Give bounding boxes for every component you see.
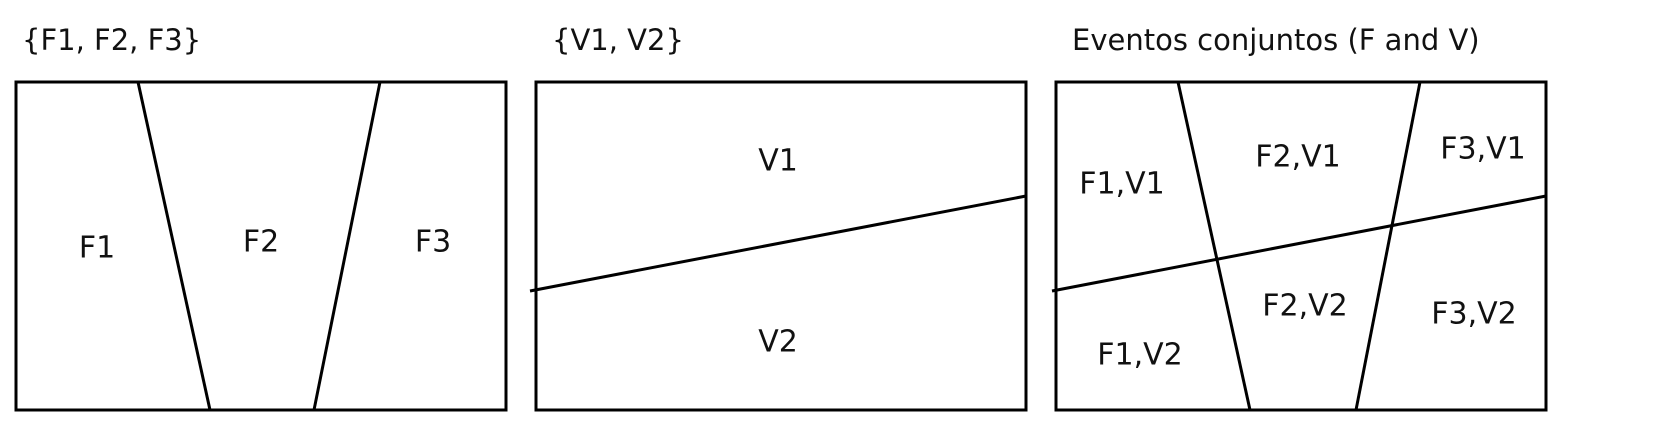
region-label-f1: F1 [79, 231, 115, 266]
panel-3-caption: Eventos conjuntos (F and V) [1072, 23, 1480, 57]
region-label-f3: F3 [415, 225, 451, 260]
panel-3-frame [1054, 80, 1548, 412]
region-label-f1-v2: F1,V2 [1097, 338, 1183, 373]
panel-2-divider-v1-v2 [529, 194, 1027, 293]
region-label-f2: F2 [243, 225, 279, 260]
panel-2-frame [534, 80, 1028, 412]
region-label-v1: V1 [758, 144, 798, 179]
region-label-f2-v2: F2,V2 [1262, 289, 1348, 324]
panel-1-partition-f [14, 80, 508, 412]
panel-2-partition-v [529, 80, 1028, 412]
panel-1-divider-f1-f2 [136, 81, 212, 411]
panel-3-joint-events [1051, 80, 1548, 412]
panel-1-divider-f2-f3 [312, 81, 382, 411]
region-label-f2-v1: F2,V1 [1255, 140, 1341, 175]
panel-2-caption: {V1, V2} [552, 23, 684, 57]
region-label-f1-v1: F1,V1 [1079, 167, 1165, 202]
panel-3-divider-f1-f2 [1176, 81, 1252, 411]
panel-1-caption: {F1, F2, F3} [22, 23, 202, 57]
panel-1-frame [14, 80, 508, 412]
region-label-v2: V2 [758, 325, 798, 360]
panel-3-divider-v1-v2 [1051, 194, 1547, 293]
panel-3-divider-f2-f3 [1354, 81, 1422, 411]
region-label-f3-v1: F3,V1 [1440, 132, 1526, 167]
region-label-f3-v2: F3,V2 [1431, 297, 1517, 332]
